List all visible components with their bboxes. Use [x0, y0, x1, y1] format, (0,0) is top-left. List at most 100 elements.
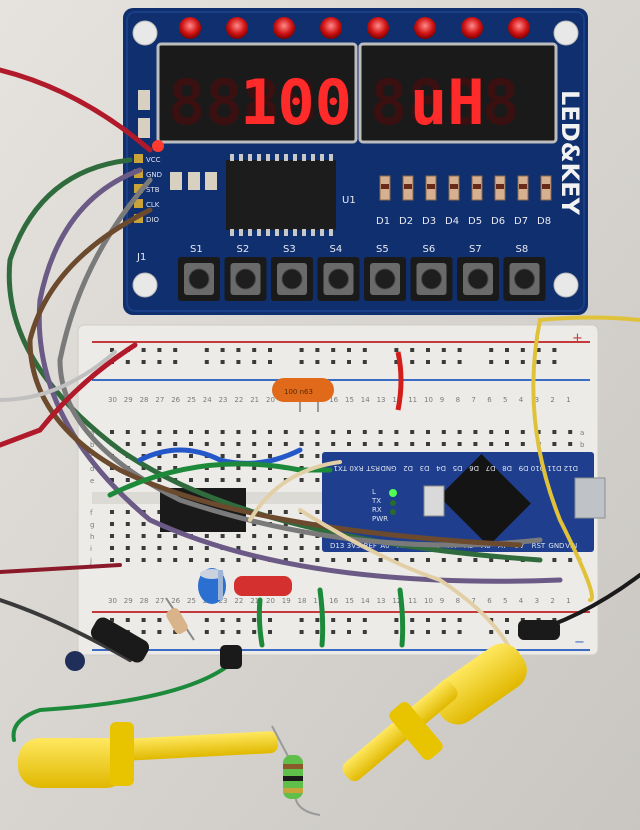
column-number: 30	[108, 597, 117, 605]
breadboard-hole	[173, 546, 178, 550]
rail-hole	[394, 618, 399, 622]
column-number: 24	[203, 396, 212, 404]
rail-hole	[220, 348, 225, 352]
rail-hole	[552, 360, 557, 364]
rail-hole	[394, 630, 399, 634]
microcontroller-chip	[439, 454, 531, 546]
connector-label: J1	[136, 252, 146, 263]
breadboard-hole	[252, 522, 257, 526]
breadboard-hole	[283, 430, 288, 434]
column-number: 16	[329, 396, 338, 404]
breadboard-hole	[315, 558, 320, 562]
column-number: 18	[298, 597, 307, 605]
breadboard-hole	[204, 430, 209, 434]
breadboard-hole	[157, 442, 162, 446]
column-number: 23	[219, 597, 228, 605]
rail-hole	[141, 618, 146, 622]
breadboard-hole	[505, 430, 509, 434]
breadboard-hole	[157, 478, 162, 482]
breadboard-hole	[426, 558, 430, 562]
row-letter: i	[90, 545, 92, 553]
electrolytic-capacitor	[198, 568, 226, 604]
display-readout-right: uH	[410, 66, 485, 139]
rail-hole	[331, 630, 336, 634]
breadboard-hole	[441, 442, 446, 446]
breadboard-hole	[110, 522, 114, 526]
nano-pin-label: RST	[532, 542, 546, 550]
rail-hole	[268, 630, 272, 634]
breadboard-hole	[268, 430, 272, 434]
led-label: D5	[468, 216, 482, 227]
status-led	[390, 509, 396, 515]
column-number: 23	[219, 396, 228, 404]
probe-plug-left	[90, 617, 150, 663]
rail-hole	[552, 618, 557, 622]
column-number: 3	[535, 396, 539, 404]
rail-hole	[299, 348, 304, 352]
nano-pin-label: TX1	[333, 464, 348, 472]
rail-hole	[362, 618, 367, 622]
breadboard-hole	[331, 558, 336, 562]
nano-pin-label: GND	[380, 464, 396, 472]
breadboard-hole	[283, 558, 288, 562]
smd-part	[205, 172, 217, 190]
column-number: 10	[424, 396, 433, 404]
breadboard-hole	[362, 558, 367, 562]
breadboard-hole	[473, 442, 478, 446]
column-number: 12	[392, 597, 401, 605]
nano-pin-label: D7	[486, 464, 496, 472]
rail-hole	[220, 360, 225, 364]
push-button-cap	[467, 268, 489, 290]
breadboard-hole	[410, 442, 415, 446]
breadboard-hole	[220, 442, 225, 446]
breadboard-hole	[347, 558, 351, 562]
breadboard-hole	[204, 558, 209, 562]
breadboard-hole	[520, 430, 525, 434]
breadboard-hole	[252, 454, 257, 458]
breadboard-hole	[252, 558, 257, 562]
jumper-red-short	[395, 351, 404, 411]
display-readout-left: 100	[240, 66, 352, 139]
row-letter: j	[89, 557, 92, 565]
breadboard-hole	[173, 558, 178, 562]
rail-hole	[157, 348, 162, 352]
breadboard-hole	[220, 430, 225, 434]
rail-hole	[394, 360, 399, 364]
resistor-band	[404, 184, 412, 189]
nano-status-label: L	[372, 488, 376, 496]
reset-button[interactable]	[423, 485, 445, 517]
row-letter: g	[90, 521, 94, 529]
column-number: 10	[424, 597, 433, 605]
resistor-band	[519, 184, 527, 189]
led-label: D8	[537, 216, 551, 227]
rail-hole	[457, 348, 462, 352]
breadboard-hole	[489, 558, 494, 562]
film-capacitor: 100 n63	[272, 378, 334, 412]
breadboard-hole	[141, 558, 146, 562]
breadboard-hole	[299, 546, 304, 550]
nano-pin-label: D9	[519, 464, 529, 472]
rail-hole	[441, 630, 446, 634]
breadboard-hole	[204, 546, 209, 550]
breadboard-hole	[125, 478, 130, 482]
rail-hole	[426, 348, 430, 352]
column-number: 8	[456, 396, 460, 404]
nano-pin-label: RST	[366, 464, 380, 472]
rail-hole	[347, 618, 351, 622]
button-label: S2	[237, 244, 250, 255]
rail-hole	[441, 618, 446, 622]
indicator-led	[461, 17, 483, 39]
button-label: S4	[330, 244, 343, 255]
rail-hole	[220, 618, 225, 622]
rail-hole	[173, 630, 178, 634]
breadboard-hole	[568, 442, 573, 446]
rail-hole	[252, 348, 257, 352]
dim-digits-left: 8888	[168, 66, 317, 139]
breadboard-hole	[394, 558, 399, 562]
breadboard-hole	[315, 478, 320, 482]
breadboard-hole	[204, 442, 209, 446]
breadboard-hole	[236, 454, 241, 458]
dim-digits-right: 8888	[370, 66, 519, 139]
column-number: 4	[519, 597, 524, 605]
